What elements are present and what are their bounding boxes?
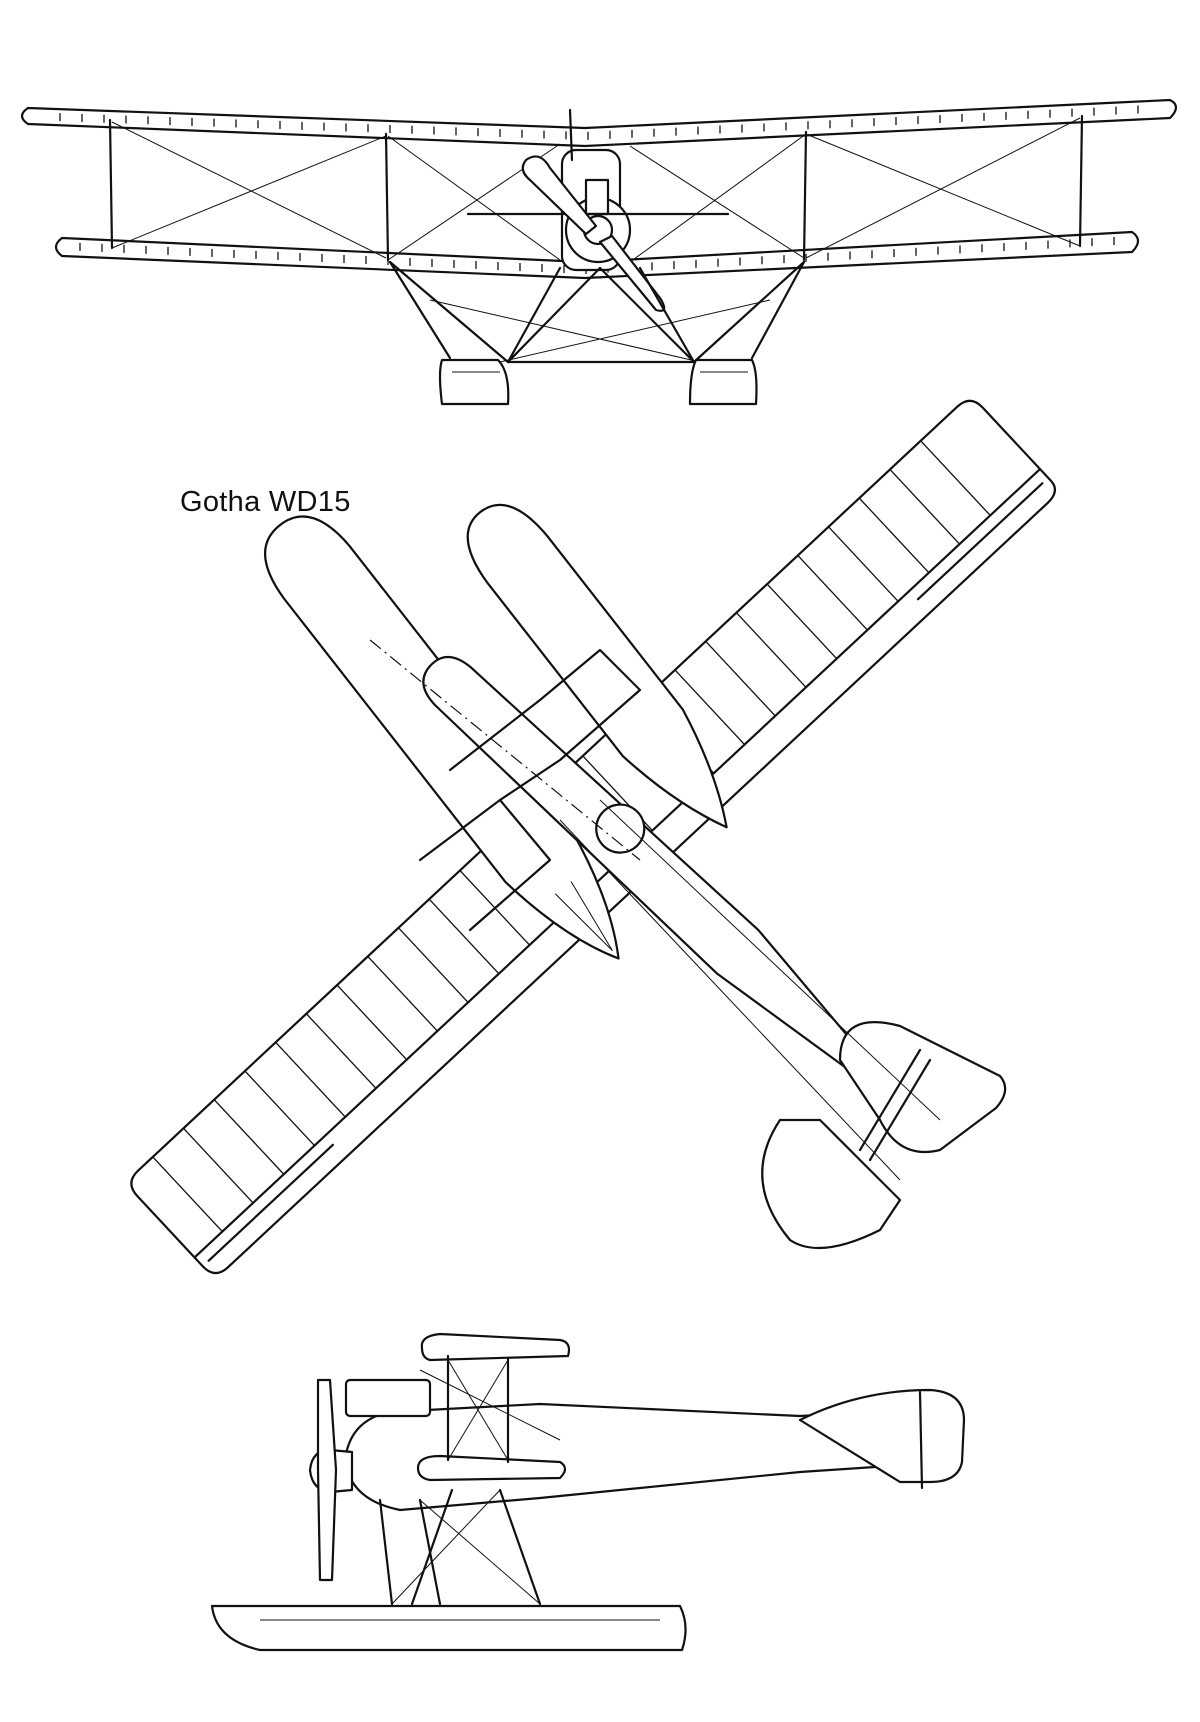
side-float [210,1604,687,1652]
plan-centerline [369,639,641,861]
upper-wing-ribs [59,105,1139,140]
plan-float-left [264,515,620,960]
front-view [20,98,1178,406]
side-tail-fin [798,1388,966,1484]
upper-wing-front [20,98,1178,148]
bracing-wires-front [111,117,1081,263]
side-upper-wing [420,1332,571,1362]
float-struts-front [388,260,806,364]
side-float-struts [378,1488,542,1606]
side-view [210,1332,966,1652]
side-bracing-wires [419,1359,561,1461]
plan-float-right [466,503,728,829]
lower-wing-ribs [79,236,1115,274]
aircraft-title: Gotha WD15 [180,486,351,518]
interplane-struts-front [108,114,1084,262]
plan-view [130,399,1056,1275]
side-engine [308,1378,432,1582]
side-float-bracing [391,1489,541,1605]
plan-rigging-wires [559,799,941,1181]
floats-front [438,358,758,406]
plan-float-struts [418,648,642,932]
plan-tailplane [761,1021,1007,1250]
lower-wing-front [54,230,1140,280]
side-interplane-struts [446,1354,510,1464]
float-bracing-front [429,299,771,363]
side-lower-wing [416,1454,567,1482]
